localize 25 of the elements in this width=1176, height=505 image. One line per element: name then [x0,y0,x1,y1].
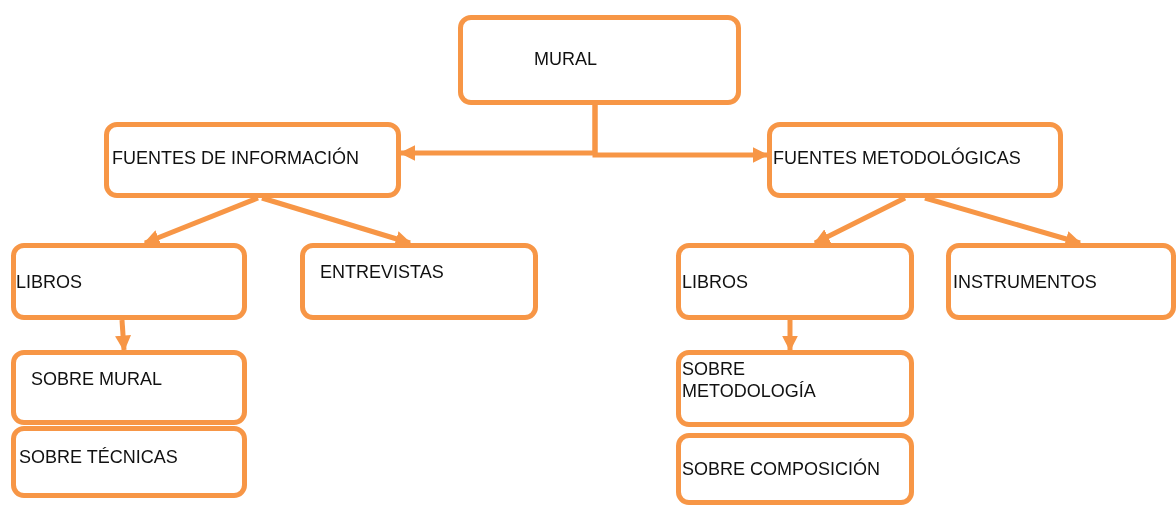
node-label: FUENTES DE INFORMACIÓN [112,147,360,169]
node-label: SOBRE METODOLOGÍA [682,358,817,402]
node-label: MURAL [534,48,598,70]
concept-box [676,243,914,320]
concept-box [767,122,1063,198]
arrow [782,320,798,352]
concept-box [946,243,1176,320]
concept-box [11,426,247,498]
concept-box [300,243,538,320]
node-label: LIBROS [682,271,750,293]
node-label: LIBROS [16,271,84,293]
concept-box [104,122,401,198]
arrow [115,319,131,352]
concept-box [676,433,914,505]
node-label: SOBRE COMPOSICIÓN [682,458,882,480]
node-label: INSTRUMENTOS [953,271,1098,293]
node-label: SOBRE TÉCNICAS [19,446,179,468]
node-label: FUENTES METODOLÓGICAS [773,147,1022,169]
node-label: ENTREVISTAS [320,261,445,283]
concept-box [11,350,247,425]
arrow [592,105,769,163]
concept-box [11,243,247,320]
node-label: SOBRE MURAL [31,368,164,390]
concept-box [676,350,914,427]
concept-box [458,15,741,105]
